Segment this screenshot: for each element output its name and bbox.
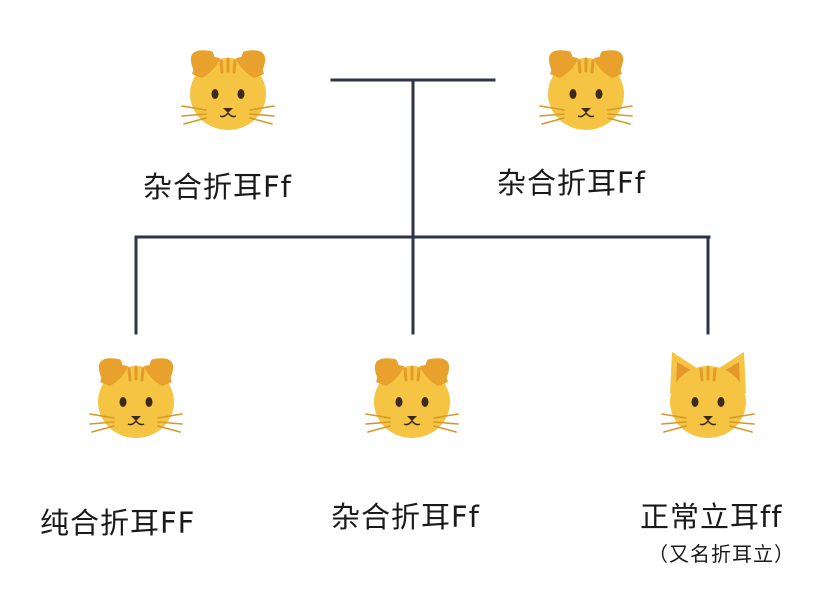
parent-1-cat-icon [181, 50, 275, 130]
offspring-1-label: 纯合折耳FF [40, 506, 196, 540]
offspring-3-alias-label: （又名折耳立） [648, 542, 795, 566]
offspring-2-label: 杂合折耳Ff [331, 500, 480, 534]
offspring-1-cat-icon [89, 358, 183, 438]
parent-2-label: 杂合折耳Ff [497, 166, 646, 200]
parent-2-cat-icon [539, 50, 633, 130]
parent-1-label: 杂合折耳Ff [143, 170, 292, 204]
offspring-3-label: 正常立耳ff [640, 500, 783, 534]
offspring-2-cat-icon [365, 358, 459, 438]
offspring-3-cat-icon [661, 352, 755, 438]
cat-icons [89, 50, 755, 438]
cross-connector-lines [134, 78, 711, 335]
